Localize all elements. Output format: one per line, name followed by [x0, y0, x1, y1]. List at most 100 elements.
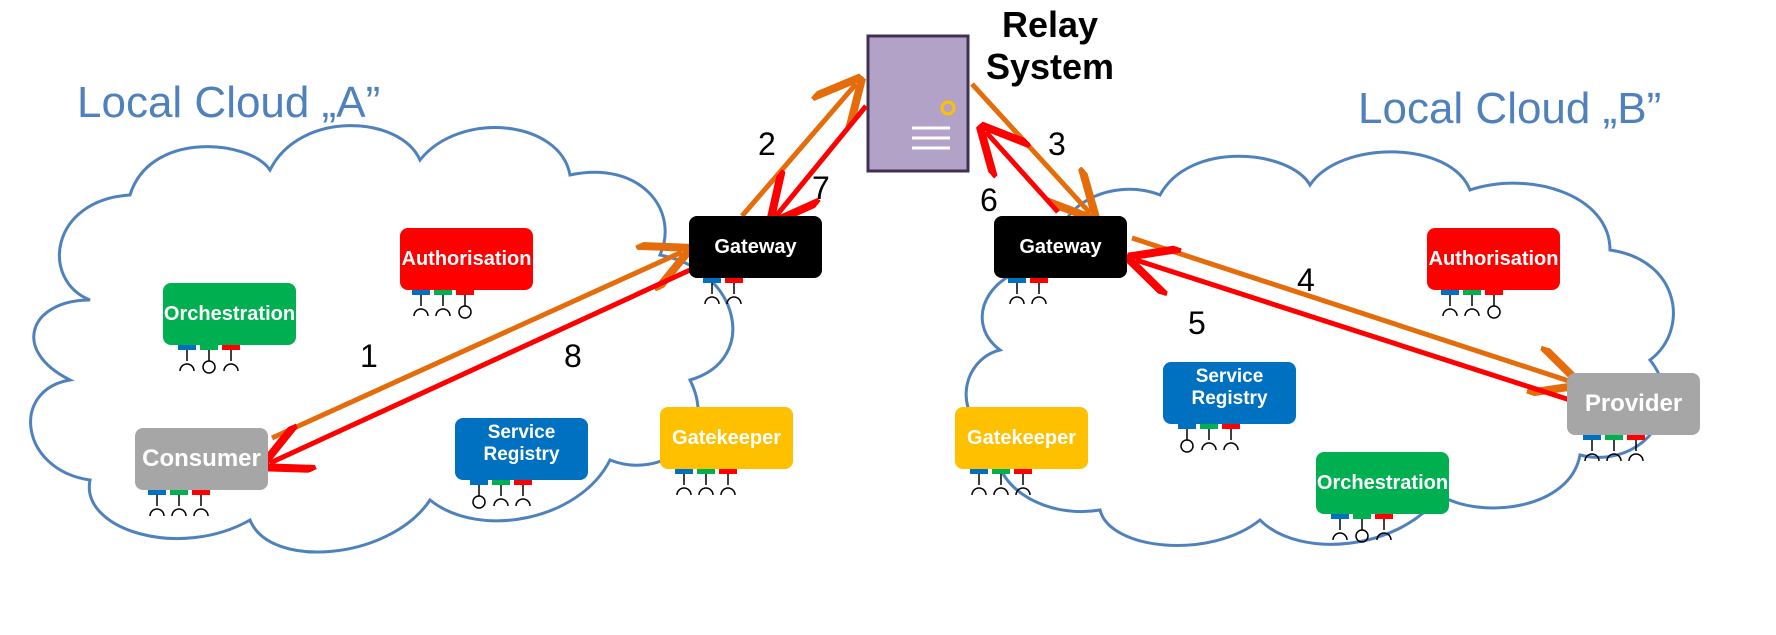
consumed-interface-symbol — [704, 296, 720, 305]
provided-interface-symbol — [1355, 529, 1369, 543]
consumed-interface-symbol — [1628, 453, 1644, 462]
service-connectors — [148, 274, 1645, 543]
connector-pin — [1008, 274, 1026, 283]
consumed-interface-symbol — [676, 487, 692, 496]
consumed-interface-symbol — [1464, 308, 1480, 317]
relay-label-line1: Relay — [1001, 4, 1099, 45]
consumed-interface-symbol — [223, 363, 239, 372]
consumed-interface-symbol — [1201, 442, 1217, 451]
connector-pin — [222, 341, 240, 350]
cloud-b-title: Local Cloud „B” — [1358, 84, 1662, 133]
cloud-a-title: Local Cloud „A” — [77, 78, 381, 127]
step-4-label: 4 — [1297, 262, 1315, 298]
connector-pin — [434, 286, 452, 295]
connector-pin — [725, 274, 743, 283]
orchestration-box-b: Orchestration — [1316, 452, 1449, 514]
consumed-interface-symbol — [171, 508, 187, 517]
connector-pin — [1178, 420, 1196, 429]
arrow-step-8 — [270, 267, 692, 463]
consumed-interface-symbol — [515, 498, 531, 507]
gatekeeper-box-b: Gatekeeper — [955, 407, 1088, 469]
consumer-box: Consumer — [135, 428, 268, 490]
authorisation-box-b: Authorisation — [1427, 228, 1560, 290]
consumed-interface-symbol — [435, 308, 451, 317]
consumed-interface-symbol — [1009, 296, 1025, 305]
consumed-interface-symbol — [698, 487, 714, 496]
gateway-box-b: Gateway — [994, 216, 1127, 278]
connector-pin — [1200, 420, 1218, 429]
provided-interface-symbol — [1487, 305, 1501, 319]
connector-pin — [992, 465, 1010, 474]
consumed-interface-symbol — [993, 487, 1009, 496]
consumed-interface-symbol — [179, 363, 195, 372]
step-5-label: 5 — [1188, 305, 1206, 341]
consumed-interface-symbol — [149, 508, 165, 517]
service-registry-box-a: Service Registry — [455, 418, 588, 480]
connector-pin — [412, 286, 430, 295]
connector-pin — [675, 465, 693, 474]
connector-pin — [1375, 510, 1393, 519]
connector-pin — [1030, 274, 1048, 283]
connector-pin — [1485, 286, 1503, 295]
gatekeeper-box-a: Gatekeeper — [660, 407, 793, 469]
step-8-label: 8 — [564, 338, 582, 374]
connector-pin — [1222, 420, 1240, 429]
arrow-step-1 — [270, 252, 682, 441]
connector-pin — [178, 341, 196, 350]
arrow-step-4 — [1131, 235, 1572, 382]
provider-box: Provider — [1567, 373, 1700, 435]
connector-pin — [1331, 510, 1349, 519]
arrow-step-6 — [986, 132, 1060, 214]
relay-label-line2: System — [985, 46, 1115, 87]
connector-pin — [514, 476, 532, 485]
consumed-interface-symbol — [1606, 453, 1622, 462]
connector-pin — [492, 476, 510, 485]
connector-pin — [703, 274, 721, 283]
gateway-box-a: Gateway — [689, 216, 822, 278]
step-1-label: 1 — [360, 338, 378, 374]
step-6-label: 6 — [980, 182, 998, 218]
consumed-interface-symbol — [1376, 532, 1392, 541]
authorisation-box-a: Authorisation — [400, 228, 533, 290]
orchestration-box-a: Orchestration — [163, 283, 296, 345]
service-registry-box-b: Service Registry — [1163, 362, 1296, 424]
arrow-step-5 — [1136, 260, 1571, 403]
consumed-interface-symbol — [413, 308, 429, 317]
step-2-label: 2 — [758, 126, 776, 162]
connector-pin — [1463, 286, 1481, 295]
connector-pin — [1583, 431, 1601, 440]
consumed-interface-symbol — [726, 296, 742, 305]
connector-pin — [170, 486, 188, 495]
consumed-interface-symbol — [1332, 532, 1348, 541]
provided-interface-symbol — [202, 360, 216, 374]
connector-pin — [1627, 431, 1645, 440]
connector-pin — [148, 486, 166, 495]
consumed-interface-symbol — [193, 508, 209, 517]
connector-pin — [697, 465, 715, 474]
connector-pin — [1441, 286, 1459, 295]
consumed-interface-symbol — [720, 487, 736, 496]
consumed-interface-symbol — [1015, 487, 1031, 496]
arrow-step-7 — [776, 104, 868, 216]
provided-interface-symbol — [1180, 439, 1194, 453]
step-3-label: 3 — [1048, 126, 1066, 162]
connector-pin — [456, 286, 474, 295]
cloud-a-outline — [29, 124, 735, 554]
connector-pin — [970, 465, 988, 474]
consumed-interface-symbol — [493, 498, 509, 507]
connector-pin — [200, 341, 218, 350]
connector-pin — [719, 465, 737, 474]
connector-pin — [1605, 431, 1623, 440]
provided-interface-symbol — [472, 495, 486, 509]
relay-system-label: Relay System — [970, 4, 1130, 88]
provided-interface-symbol — [458, 305, 472, 319]
connector-pin — [1353, 510, 1371, 519]
arrow-step-2 — [740, 84, 856, 218]
connector-pin — [470, 476, 488, 485]
consumed-interface-symbol — [1442, 308, 1458, 317]
consumed-interface-symbol — [1584, 453, 1600, 462]
consumed-interface-symbol — [1223, 442, 1239, 451]
consumed-interface-symbol — [1031, 296, 1047, 305]
consumed-interface-symbol — [971, 487, 987, 496]
step-7-label: 7 — [812, 170, 830, 206]
